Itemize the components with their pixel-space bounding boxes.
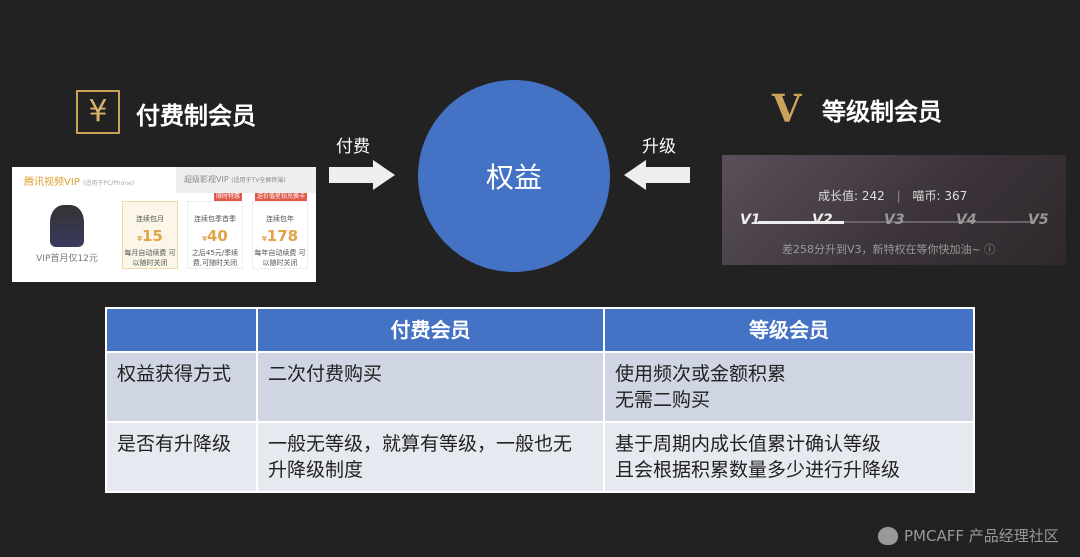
paid-vip-screenshot: 腾讯视频VIP (适用于PC/Phone) 超级影视VIP (适用于TV全屏终端… — [12, 167, 316, 282]
table-cell: 基于周期内成长值累计确认等级 且会根据积累数量多少进行升降级 — [603, 421, 975, 493]
v-logo-icon: V — [772, 86, 802, 131]
header-cell: 等级会员 — [603, 307, 975, 353]
table-cell: 使用频次或金额积累 无需二购买 — [603, 351, 975, 423]
table-cell: 二次付费购买 — [256, 351, 605, 423]
yen-icon: ¥ — [76, 90, 120, 134]
level-v1: V1 — [740, 212, 761, 228]
coffee-cup-icon — [878, 526, 898, 545]
growth-stats: 成长值: 242 | 喵币: 367 — [818, 189, 968, 203]
upgrade-hint: 差258分升到V3，新特权在等你快加油~ ⓘ — [782, 243, 996, 256]
right-arrow-icon — [329, 160, 395, 190]
level-v2: V2 — [812, 212, 833, 228]
level-screenshot: 成长值: 242 | 喵币: 367 V1 V2 V3 V4 V5 差258分升… — [722, 155, 1066, 265]
comparison-table: 付费会员 等级会员 权益获得方式 二次付费购买 使用频次或金额积累 无需二购买 … — [105, 307, 975, 493]
brand-tab: 腾讯视频VIP (适用于PC/Phone) — [24, 177, 135, 188]
row-label: 是否有升降级 — [105, 421, 258, 493]
row-label: 权益获得方式 — [105, 351, 258, 423]
table-header: 付费会员 等级会员 — [105, 307, 975, 353]
benefits-label: 权益 — [485, 161, 542, 194]
upgrade-arrow-label: 升级 — [642, 137, 676, 157]
level-v5: V5 — [1028, 212, 1049, 228]
benefits-circle: 权益 — [418, 80, 610, 272]
promo-banner: VIP首月仅12元 — [22, 201, 112, 269]
tv-vip-tab: 超级影视VIP (适用于TV全屏终端) — [176, 167, 316, 193]
level-member-title: 等级制会员 — [822, 98, 942, 126]
table-cell: 一般无等级，就算有等级，一般也无升降级制度 — [256, 421, 605, 493]
header-cell — [105, 307, 258, 353]
watermark: PMCAFF 产品经理社区 — [878, 525, 1059, 546]
pay-arrow-label: 付费 — [336, 137, 370, 157]
paid-member-title: 付费制会员 — [136, 102, 256, 130]
header-cell: 付费会员 — [256, 307, 605, 353]
left-arrow-icon — [624, 160, 690, 190]
watermark-text: PMCAFF 产品经理社区 — [904, 527, 1059, 545]
progress-track — [844, 221, 1034, 223]
level-v3: V3 — [884, 212, 905, 228]
level-v4: V4 — [956, 212, 977, 228]
progress-done — [758, 221, 844, 224]
table-row: 权益获得方式 二次付费购买 使用频次或金额积累 无需二购买 — [105, 351, 975, 423]
promo-illustration — [50, 205, 84, 247]
table-row: 是否有升降级 一般无等级，就算有等级，一般也无升降级制度 基于周期内成长值累计确… — [105, 421, 975, 493]
